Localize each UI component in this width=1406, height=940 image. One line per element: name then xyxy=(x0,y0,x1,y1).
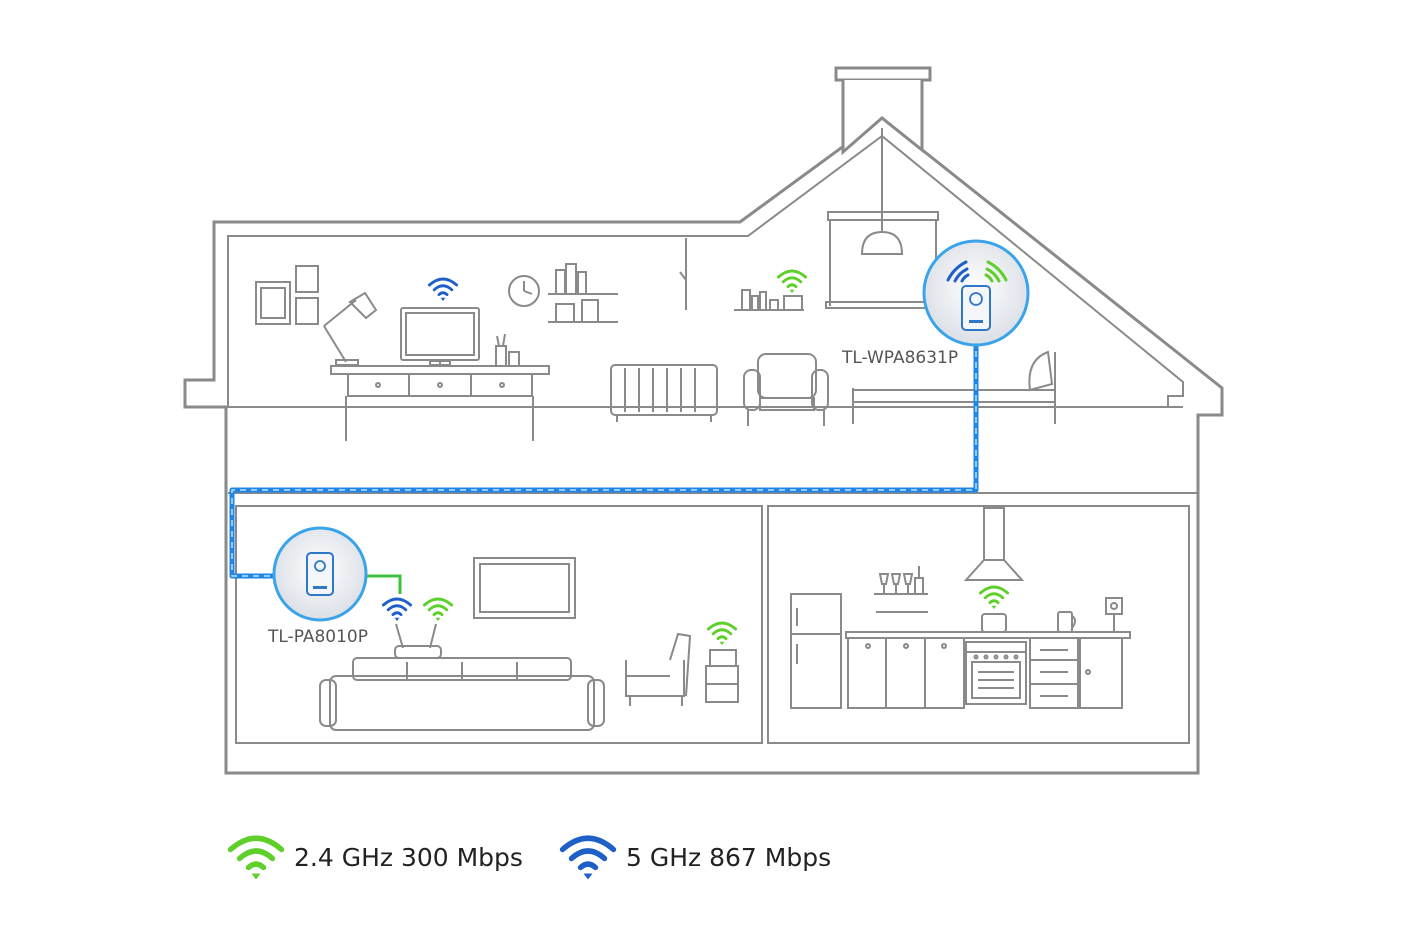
adapter-label: TL-PA8010P xyxy=(267,627,368,647)
wifi-icon xyxy=(706,621,738,646)
upper-shelf xyxy=(548,263,618,323)
wifi-icon xyxy=(381,597,413,622)
kitchen-counter xyxy=(845,631,1131,709)
wifi-icon xyxy=(226,833,286,881)
kitchen-appliances xyxy=(981,597,1123,633)
router xyxy=(394,623,442,659)
legend-label: 2.4 GHz 300 Mbps xyxy=(294,842,523,872)
glass-shelf xyxy=(874,566,928,613)
wall-clock xyxy=(508,275,540,307)
wifi-icon xyxy=(422,597,454,622)
legend-item-5ghz: 5 GHz 867 Mbps xyxy=(558,832,831,882)
fridge xyxy=(790,593,842,709)
tl-wpa8631p-extender xyxy=(922,239,1030,347)
pen-cup xyxy=(495,333,520,367)
hanging-lamp xyxy=(860,128,904,255)
wifi-icon xyxy=(776,269,808,294)
sofa xyxy=(319,657,605,731)
legend-item-2-4ghz: 2.4 GHz 300 Mbps xyxy=(226,832,523,882)
side-shelf xyxy=(734,289,804,311)
extender-label: TL-WPA8631P xyxy=(841,348,958,368)
powerline-connection xyxy=(229,340,979,579)
legend-label: 5 GHz 867 Mbps xyxy=(626,842,832,872)
tl-pa8010p-adapter xyxy=(272,526,368,622)
wifi-icon xyxy=(427,277,459,302)
desk-lamp xyxy=(323,291,378,366)
house-outline xyxy=(183,116,1224,775)
radiator xyxy=(610,364,718,422)
wifi-icon xyxy=(558,833,618,881)
chimney xyxy=(834,66,932,156)
wall-frames xyxy=(255,265,319,325)
armchair xyxy=(743,353,829,426)
side-table xyxy=(705,649,739,703)
desk xyxy=(330,365,550,441)
kitchen-room xyxy=(767,505,1190,744)
partition-wall xyxy=(679,238,687,310)
wifi-icon xyxy=(984,260,1008,283)
wifi-icon xyxy=(978,585,1010,610)
monitor xyxy=(400,307,480,366)
wifi-icon xyxy=(946,260,970,283)
range-hood xyxy=(963,507,1025,581)
living-room xyxy=(235,505,763,744)
ethernet-cable xyxy=(366,574,402,594)
bed xyxy=(852,350,1056,424)
living-armchair xyxy=(625,632,692,706)
wall-tv xyxy=(473,557,576,619)
